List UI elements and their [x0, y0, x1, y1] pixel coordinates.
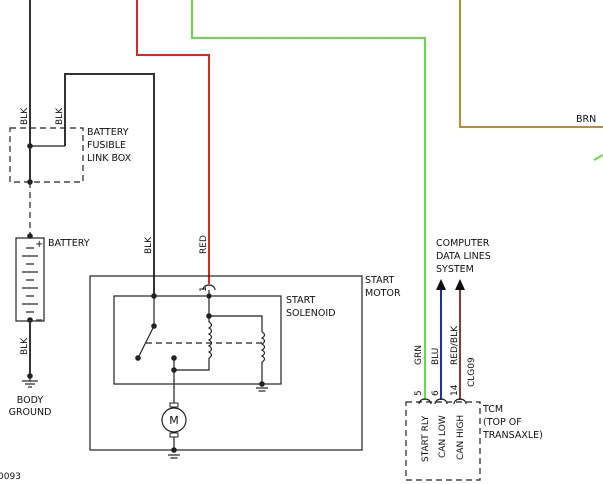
tcm-pin-can-high: CAN HIGH	[456, 415, 466, 460]
solenoid-coil-1	[207, 321, 213, 359]
connector-pin-1	[202, 284, 216, 291]
pin-1: 1	[199, 286, 209, 292]
wire-red	[136, 0, 210, 284]
fusible-link-label-1: BATTERY	[87, 127, 129, 138]
tcm-label-3: TRANSAXLE)	[482, 430, 543, 441]
tcm-label-1: TCM	[482, 404, 503, 415]
computer-data-label-3: SYSTEM	[436, 264, 474, 275]
label-red: RED	[199, 235, 209, 254]
battery-plus: +	[35, 239, 43, 250]
start-motor-box	[89, 275, 363, 451]
start-motor-label-1: START	[365, 275, 395, 286]
computer-data-label-2: DATA LINES	[436, 251, 491, 262]
label-blu: BLU	[431, 348, 441, 365]
start-solenoid-box	[113, 295, 282, 385]
label-blk-battery: BLK	[20, 337, 30, 355]
start-solenoid-label-1: START	[286, 295, 316, 306]
label-grn: GRN	[414, 345, 424, 365]
arrow-blu	[436, 279, 446, 290]
tcm-circuit	[191, 0, 603, 481]
pin-14: 14	[450, 384, 460, 396]
starter-circuit: M	[89, 0, 363, 459]
figure-id: 0093	[0, 472, 21, 482]
motor-ground-symbol	[168, 454, 180, 459]
label-blk-top-right: BLK	[55, 107, 65, 125]
label-blk-top-left: BLK	[20, 107, 30, 125]
fusible-link-label-2: FUSIBLE	[87, 140, 126, 151]
pin-5: 5	[414, 390, 424, 396]
battery-minus: −	[35, 315, 43, 326]
arrow-red-blk	[455, 279, 465, 290]
start-motor-label-2: MOTOR	[365, 288, 401, 299]
wire-brn	[459, 0, 603, 128]
label-blk-motor: BLK	[144, 236, 154, 254]
tcm-box	[405, 401, 481, 481]
label-clg09: CLG09	[467, 357, 477, 387]
solenoid-ground-symbol	[256, 387, 268, 392]
tcm-pin-can-low: CAN LOW	[438, 415, 448, 458]
label-brn: BRN	[576, 114, 596, 125]
motor-symbol	[161, 407, 187, 433]
tcm-label-2: (TOP OF	[483, 417, 522, 428]
battery-circuit	[9, 0, 155, 388]
solenoid-coil-2	[260, 331, 266, 363]
fusible-link-label-3: LINK BOX	[87, 153, 132, 164]
battery-label: BATTERY	[48, 238, 90, 249]
body-ground-label-2: GROUND	[9, 407, 52, 418]
wire-blk-starter	[64, 73, 155, 296]
wire-grn	[191, 0, 426, 400]
solenoid-contact	[137, 325, 155, 359]
pin-6: 6	[431, 390, 441, 396]
motor-label: M	[169, 414, 179, 427]
body-ground-symbol	[22, 376, 38, 388]
fusible-link-box	[9, 127, 84, 183]
body-ground-label-1: BODY	[17, 395, 44, 406]
tcm-pin-start-rly: START RLY	[421, 415, 431, 462]
label-red-blk: RED/BLK	[450, 325, 460, 365]
computer-data-label-1: COMPUTER	[436, 238, 490, 249]
start-solenoid-label-2: SOLENOID	[286, 308, 336, 319]
